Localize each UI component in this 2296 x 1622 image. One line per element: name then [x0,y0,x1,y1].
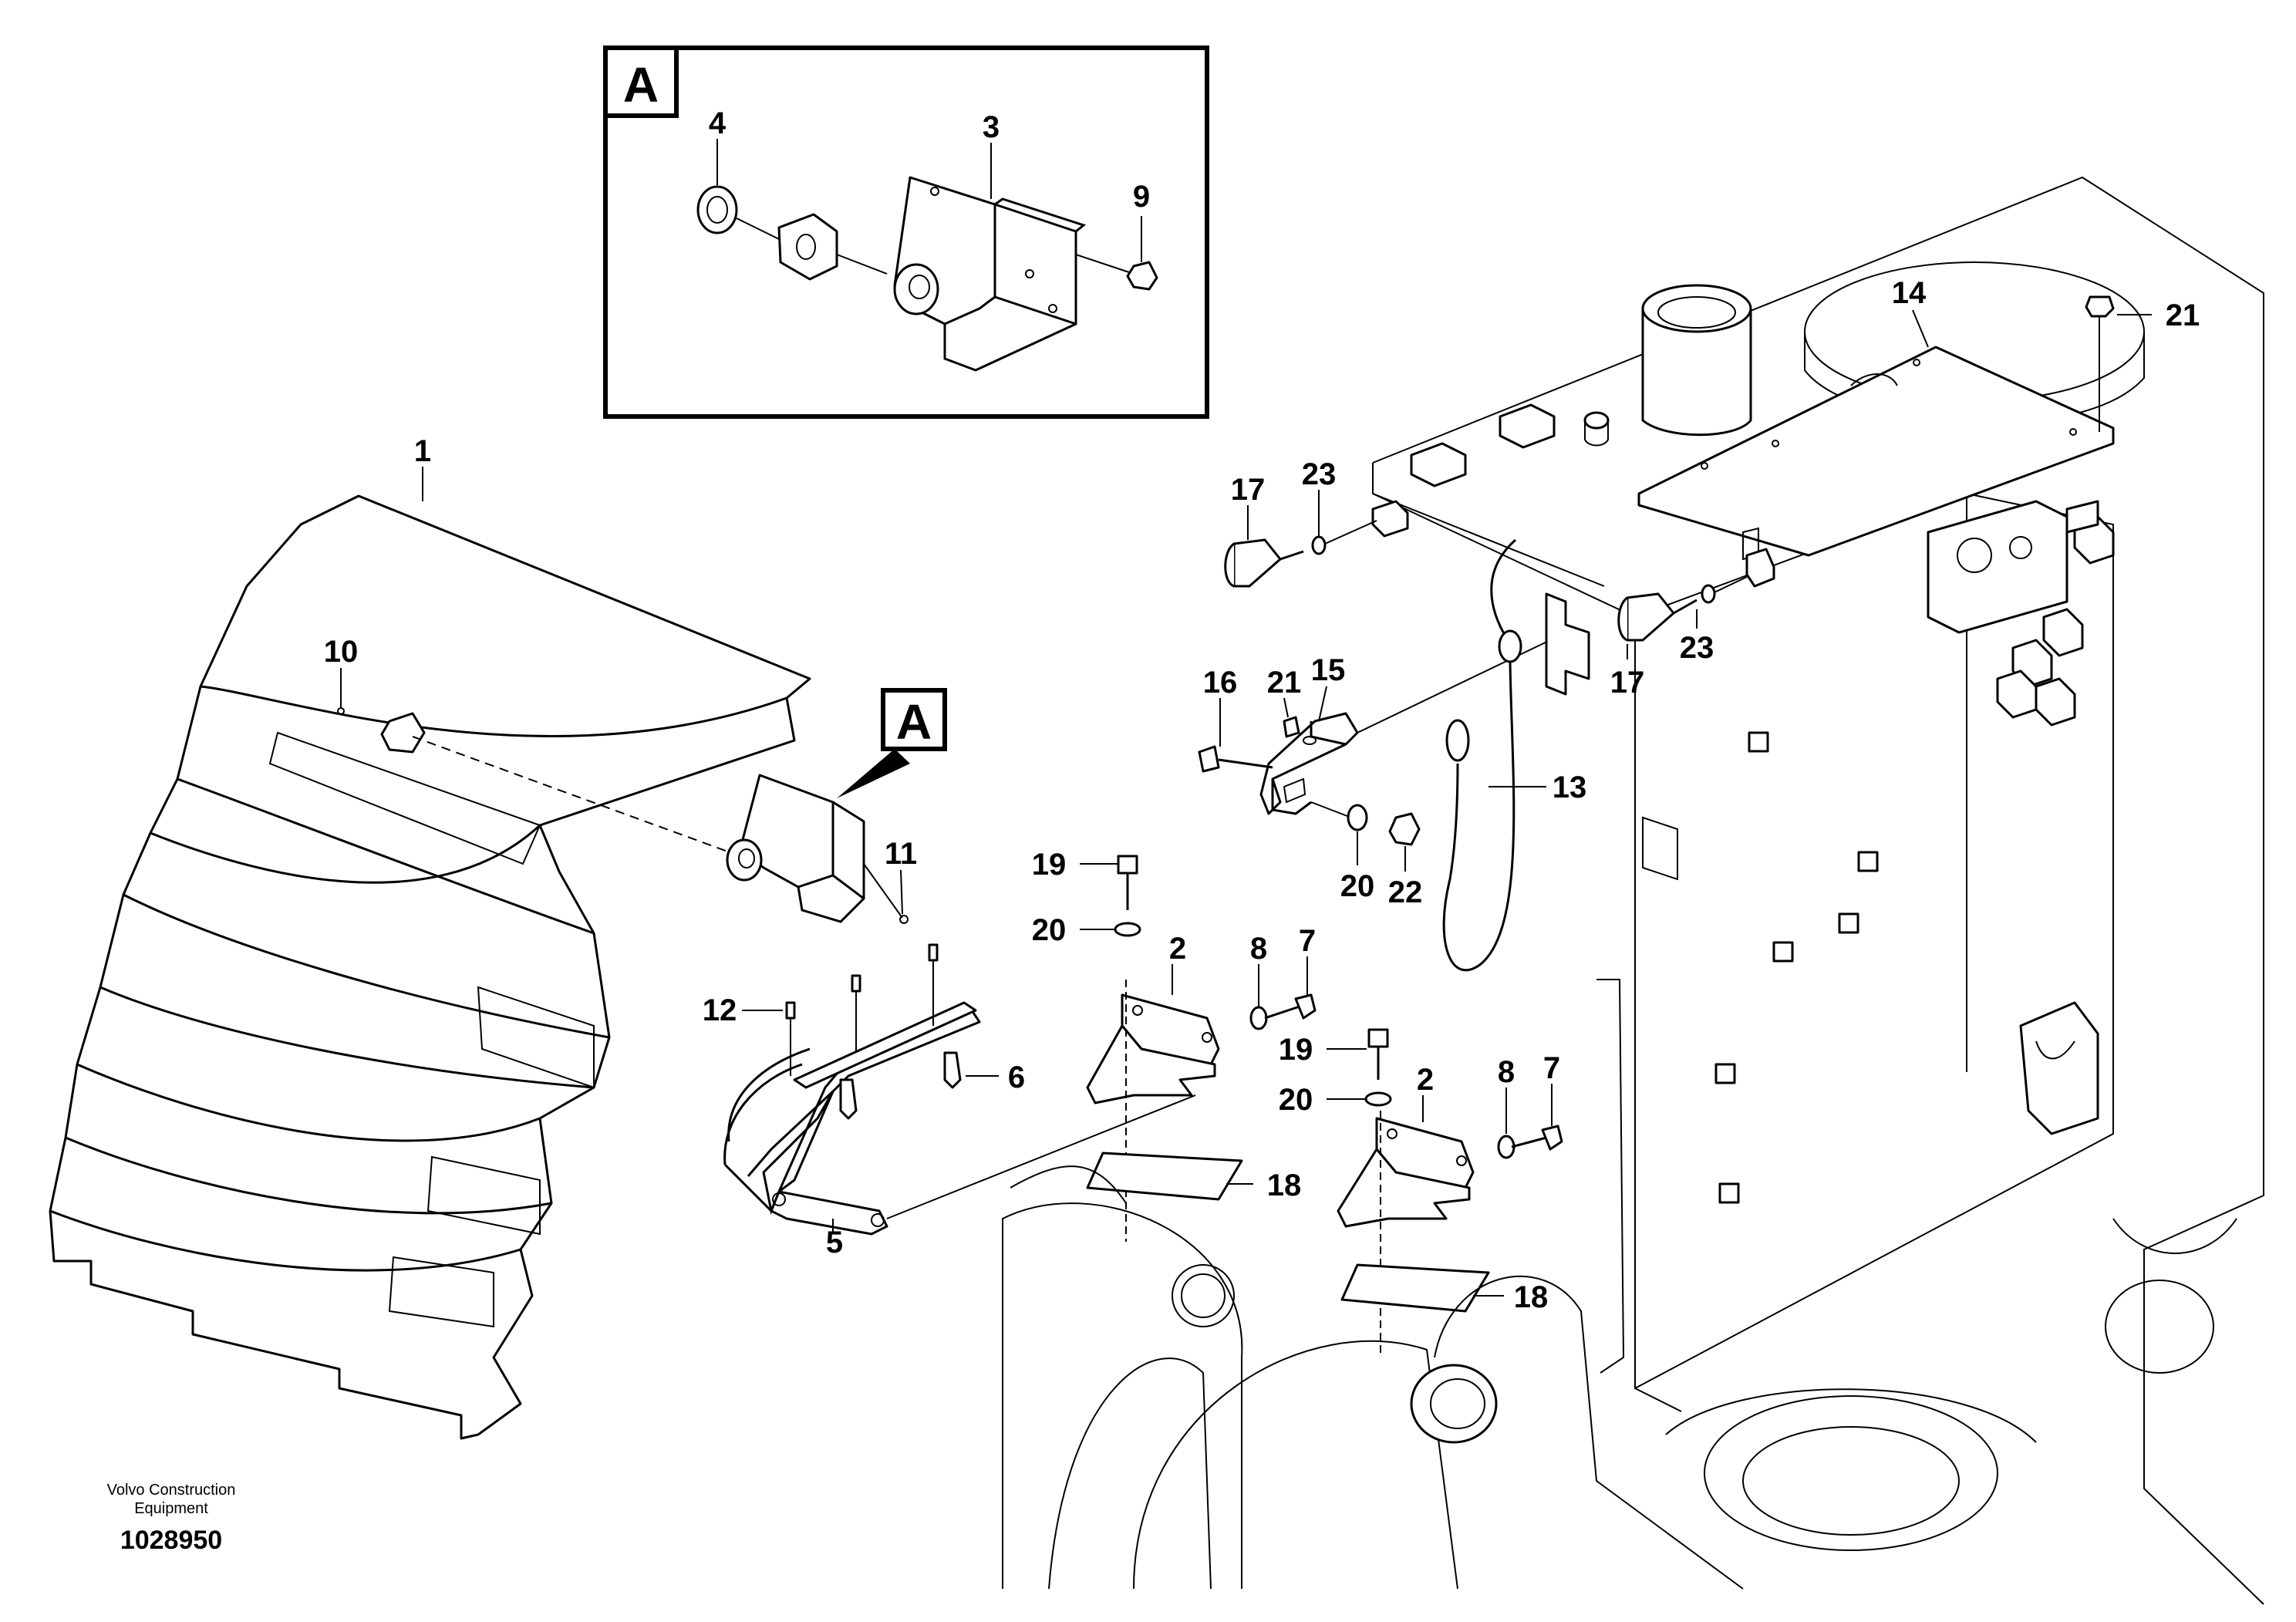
label-20: 20 [1032,913,1067,947]
label-8: 8 [1498,1055,1515,1089]
detail-view-a: A [603,46,1209,419]
part-20-washer-left [1114,922,1141,937]
label-20: 20 [1279,1083,1313,1117]
part-18-shim-right [1340,1263,1490,1313]
part-13-cable [1442,538,1590,972]
label-16: 16 [1203,666,1238,700]
label-8: 8 [1250,932,1267,966]
part-2-hinge-right [1337,1111,1475,1357]
label-18: 18 [1514,1280,1549,1314]
label-12: 12 [703,993,737,1027]
label-11: 11 [885,837,917,871]
label-7: 7 [1299,924,1316,958]
part-17-knob-left [1224,520,1377,588]
part-2-hinge-left [1086,980,1220,1242]
callout-a-letter: A [896,694,932,750]
footer-drawing-number: 1028950 [120,1526,222,1555]
label-7: 7 [1543,1051,1560,1085]
part-19-bolt-left [1117,855,1138,875]
part-17-knob-right [1617,548,1775,642]
callout-a-box [881,688,947,751]
label-19: 19 [1032,848,1067,882]
part-1-cover [49,494,811,1440]
label-6: 6 [1008,1061,1025,1094]
detail-letter-box [603,46,679,118]
part-7-bolt-left [1294,993,1317,1020]
part-20-washer-right [1364,1091,1392,1107]
label-13: 13 [1553,771,1587,804]
label-19: 19 [1279,1033,1313,1067]
label-2: 2 [1417,1063,1434,1097]
footer: Volvo Construction Equipment 1028950 [107,1482,236,1555]
part-21-bolt-top [2085,295,2115,318]
label-23: 23 [1302,457,1337,491]
label-18: 18 [1267,1168,1302,1202]
machine-frame [1002,176,2264,1605]
part-8-washer-left [1249,1006,1268,1030]
label-20: 20 [1340,869,1375,903]
label-2: 2 [1169,932,1186,966]
leader-lines [340,309,2152,1297]
switch-assembly: A [726,688,947,924]
part-7-bolt-right [1541,1125,1563,1151]
label-15: 15 [1311,653,1346,687]
footer-company-2: Equipment [134,1500,208,1517]
part-14-plate [1637,346,2115,561]
label-17: 17 [1231,473,1266,507]
footer-company: Volvo Construction [107,1482,236,1499]
part-9-nut [1126,261,1158,291]
part-4-ring [696,185,738,234]
part-19-bolt-right [1367,1028,1389,1048]
label-10: 10 [324,635,359,669]
part-18-shim-left [1086,1152,1243,1201]
part-labels: 1 2 2 3 4 5 6 7 7 8 8 9 10 11 12 13 14 1… [324,106,2200,1314]
label-3: 3 [983,110,1000,144]
part-15-bracket [1198,639,1551,846]
label-22: 22 [1388,875,1423,909]
label-5: 5 [826,1226,843,1259]
label-1: 1 [414,434,431,468]
label-4: 4 [709,106,727,140]
label-17: 17 [1610,666,1645,700]
part-5-bracket [723,943,1196,1236]
label-14: 14 [1892,276,1927,310]
detail-letter: A [623,57,659,113]
part-flange [777,213,838,281]
label-9: 9 [1133,180,1150,214]
label-23: 23 [1680,631,1714,665]
label-21: 21 [1267,666,1302,700]
label-21: 21 [2166,298,2200,332]
